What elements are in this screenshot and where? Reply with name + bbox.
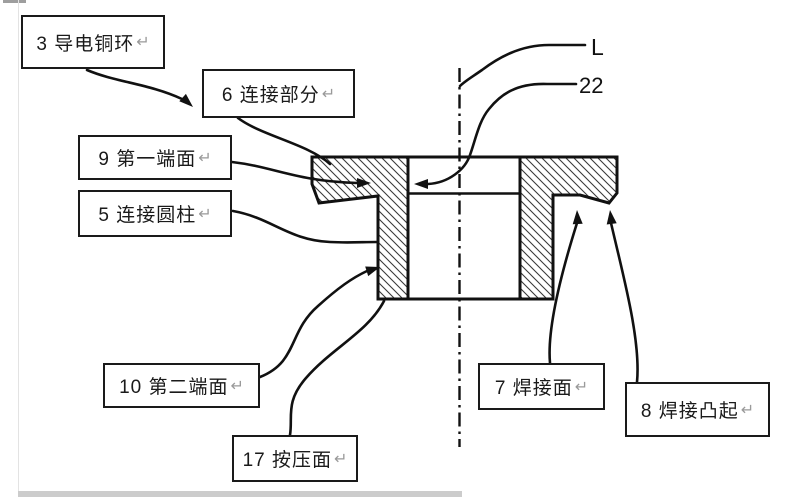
callout-copper-ring[interactable]: 3 导电铜环 ↵ <box>21 15 165 69</box>
arrowhead-ref-22 <box>414 179 428 189</box>
toolbar-edge-artifact <box>3 0 26 3</box>
callout-pressing-surface-label: 17 按压面 <box>242 450 332 471</box>
part-cross-section <box>310 155 619 301</box>
arrowhead-first-end-face <box>357 178 371 188</box>
leader-welding-protrusion <box>609 221 639 384</box>
arrowhead-copper-ring <box>179 93 193 107</box>
leader-second-end-face <box>258 269 369 379</box>
leader-connection-part <box>236 116 332 166</box>
callout-welding-protrusion-label: 8 焊接凸起 <box>640 401 739 422</box>
callout-connection-cylinder-label: 5 连接圆柱 <box>98 205 197 226</box>
callout-second-end-face[interactable]: 10 第二端面 ↵ <box>103 363 260 408</box>
leader-axis-L <box>458 43 587 88</box>
line-break-mark-icon: ↵ <box>230 377 244 395</box>
part-right-flange-and-wall <box>518 155 619 301</box>
page-edge-line <box>18 0 19 492</box>
arrowhead-welding-protrusion <box>606 210 617 225</box>
line-break-mark-icon: ↵ <box>198 205 212 223</box>
callout-pressing-surface[interactable]: 17 按压面 ↵ <box>232 435 358 482</box>
leader-first-end-face <box>230 160 359 185</box>
line-break-mark-icon: ↵ <box>136 34 150 51</box>
callout-connection-part-label: 6 连接部分 <box>221 85 320 106</box>
callout-first-end-face[interactable]: 9 第一端面 ↵ <box>78 135 232 180</box>
part-left-flange-and-wall <box>310 155 410 301</box>
line-break-mark-icon: ↵ <box>198 149 212 167</box>
leader-pressing-surface <box>288 299 386 437</box>
leader-welding-surface <box>548 221 579 365</box>
callout-second-end-face-label: 10 第二端面 <box>119 377 229 398</box>
leader-copper-ring <box>85 68 184 101</box>
callout-copper-ring-label: 3 导电铜环 <box>36 33 135 55</box>
line-break-mark-icon: ↵ <box>574 378 589 396</box>
line-break-mark-icon: ↵ <box>334 450 348 468</box>
leader-connection-cylinder <box>231 209 379 244</box>
axis-label-L: L <box>591 34 604 60</box>
callout-welding-surface-label: 7 焊接面 <box>494 378 573 399</box>
callout-welding-surface[interactable]: 7 焊接面 ↵ <box>478 363 605 410</box>
arrowhead-welding-surface <box>572 210 583 225</box>
callout-welding-protrusion[interactable]: 8 焊接凸起 ↵ <box>625 382 770 437</box>
arrowheads <box>179 93 617 277</box>
callout-connection-cylinder[interactable]: 5 连接圆柱 ↵ <box>78 190 232 237</box>
line-break-mark-icon: ↵ <box>740 401 755 419</box>
leader-lines <box>85 43 639 437</box>
leader-ref-22 <box>426 82 578 186</box>
bottom-scrollbar-artifact[interactable] <box>18 491 462 497</box>
callout-connection-part[interactable]: 6 连接部分 ↵ <box>202 69 355 118</box>
ref-label-22: 22 <box>579 73 603 98</box>
line-break-mark-icon: ↵ <box>321 85 336 103</box>
callout-first-end-face-label: 9 第一端面 <box>98 149 197 170</box>
arrowhead-second-end-face <box>365 266 380 277</box>
